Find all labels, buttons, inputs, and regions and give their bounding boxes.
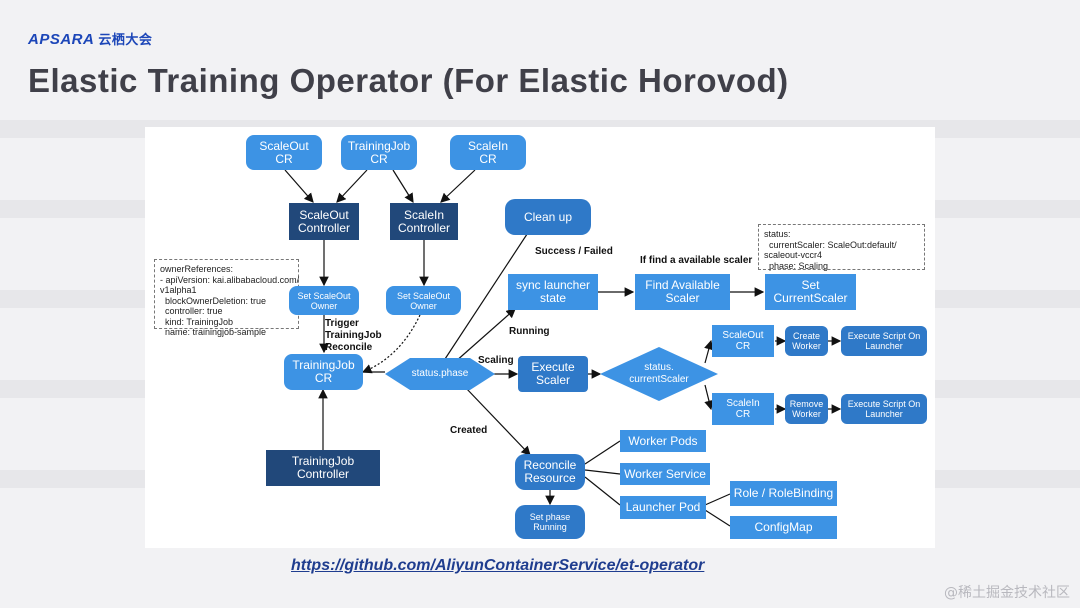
trigger-reconcile-label: Trigger TrainingJob Reconcile xyxy=(325,318,382,353)
status-phase-diamond: status.phase xyxy=(385,358,495,390)
execute-script-1-box: Execute Script On Launcher xyxy=(841,326,927,356)
arrow-status-cleanup xyxy=(444,220,536,360)
role-binding-box: Role / RoleBinding xyxy=(730,481,837,506)
page-title: Elastic Training Operator (For Elastic H… xyxy=(28,62,789,99)
arrow-status-reconcile xyxy=(464,386,531,456)
create-worker-box: Create Worker xyxy=(785,326,828,356)
scalein-cr-right-box: ScaleIn CR xyxy=(712,393,774,425)
set-scaleout-owner-1-box: Set ScaleOut Owner xyxy=(289,286,359,315)
connector-layer xyxy=(284,169,842,527)
trainingjob-controller-box: TrainingJob Controller xyxy=(266,450,380,486)
arrow-status-sync xyxy=(454,308,516,363)
clean-up-box: Clean up xyxy=(505,199,591,235)
reconcile-resource-box: Reconcile Resource xyxy=(515,454,585,490)
status-note: status: currentScaler: ScaleOut:default/… xyxy=(758,224,925,271)
scalein-cr-top-box: ScaleIn CR xyxy=(450,135,526,170)
set-current-scaler-box: Set CurrentScaler xyxy=(765,274,856,310)
worker-service-box: Worker Service xyxy=(620,463,710,485)
configmap-box: ConfigMap xyxy=(730,516,837,539)
arrow-owner2-tjcr xyxy=(361,314,421,374)
set-scaleout-owner-2-box: Set ScaleOut Owner xyxy=(386,286,461,315)
logo-text: APSARA xyxy=(28,31,95,48)
scaling-label: Scaling xyxy=(478,355,514,366)
current-scaler-label: status. currentScaler xyxy=(629,362,689,385)
set-phase-running-box: Set phase Running xyxy=(515,505,585,539)
execute-script-2-box: Execute Script On Launcher xyxy=(841,394,927,424)
current-scaler-diamond: status. currentScaler xyxy=(600,347,718,401)
scaleout-cr-box: ScaleOut CR xyxy=(246,135,322,170)
scaleout-controller-box: ScaleOut Controller xyxy=(289,203,359,240)
execute-scaler-box: Execute Scaler xyxy=(518,356,588,392)
trainingjob-cr-top-box: TrainingJob CR xyxy=(341,135,417,170)
arrow-diamond-scaleoutcr xyxy=(704,339,714,364)
logo-cn-text: 云栖大会 xyxy=(98,33,153,48)
worker-pods-box: Worker Pods xyxy=(620,430,706,452)
watermark-text: @稀土掘金技术社区 xyxy=(944,585,1070,601)
trainingjob-cr-main-box: TrainingJob CR xyxy=(284,354,363,390)
arrow-scaleincr-controller xyxy=(440,169,476,203)
created-label: Created xyxy=(450,425,488,436)
launcher-pod-box: Launcher Pod xyxy=(620,496,706,519)
github-link[interactable]: https://github.com/AliyunContainerServic… xyxy=(291,557,705,574)
diagram-panel: ScaleOut CR TrainingJob CR ScaleIn CR Sc… xyxy=(145,127,935,548)
find-available-scaler-box: Find Available Scaler xyxy=(635,274,730,310)
arrow-tjcr-scalein-controller xyxy=(392,169,414,204)
arrow-scaleoutcr-controller xyxy=(284,169,314,203)
line-launcher-configmap xyxy=(704,509,731,527)
scaleout-cr-right-box: ScaleOut CR xyxy=(712,325,774,357)
arrow-diamond-scaleincr xyxy=(704,384,714,411)
line-reconcile-workerservice xyxy=(584,469,621,475)
arrow-tjcr-scaleout-controller xyxy=(336,169,368,203)
if-find-scaler-label: If find a available scaler xyxy=(640,255,753,266)
line-reconcile-workerpods xyxy=(584,440,621,465)
sync-launcher-state-box: sync launcher state xyxy=(508,274,598,310)
status-phase-label: status.phase xyxy=(411,368,469,379)
remove-worker-box: Remove Worker xyxy=(785,394,828,424)
line-reconcile-launcher xyxy=(584,476,621,506)
line-launcher-role xyxy=(704,493,731,506)
owner-references-note: ownerReferences: - apiVersion: kai.aliba… xyxy=(154,259,299,337)
success-failed-label: Success / Failed xyxy=(535,246,613,257)
running-label: Running xyxy=(509,326,550,337)
scalein-controller-box: ScaleIn Controller xyxy=(390,203,458,240)
